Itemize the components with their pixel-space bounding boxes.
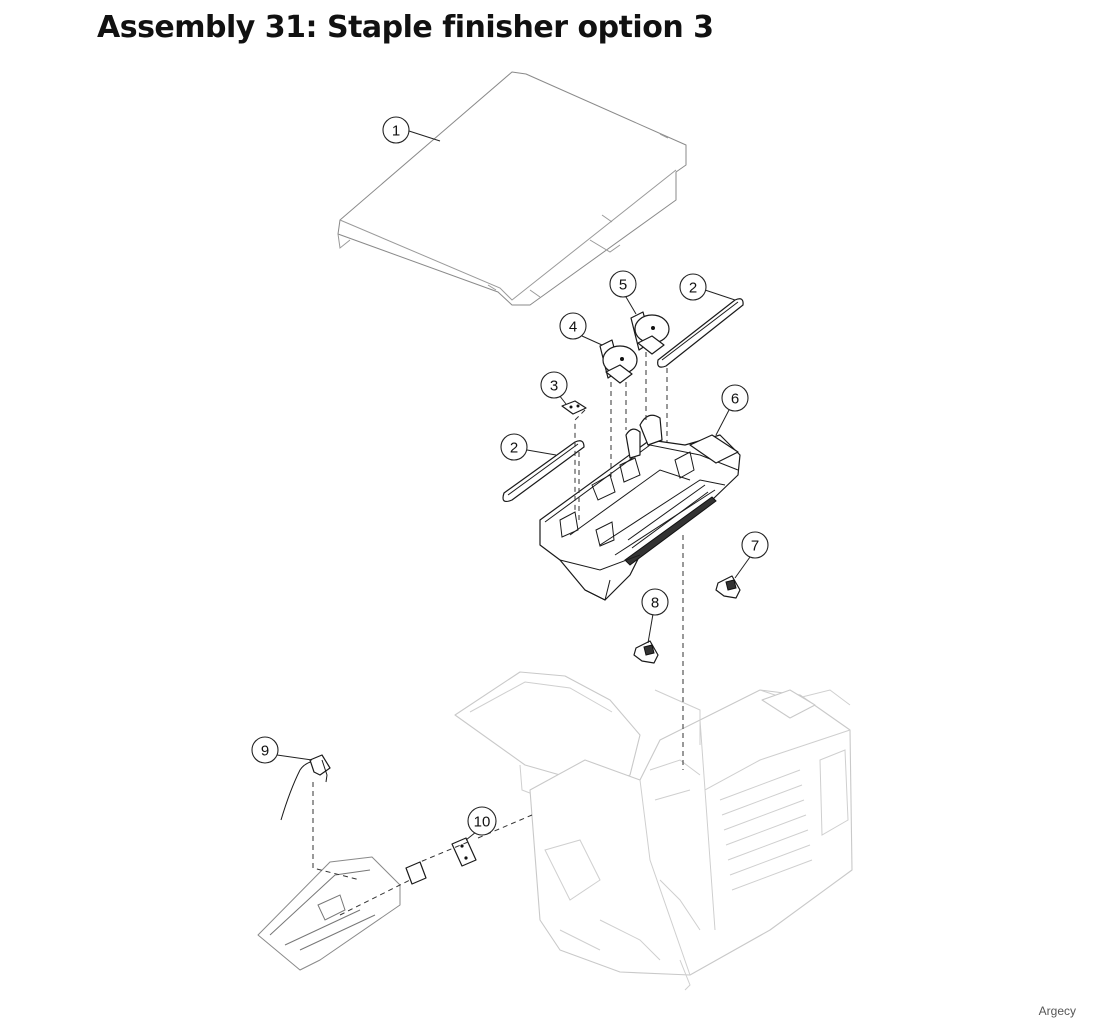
callout-10: 10 xyxy=(465,806,497,841)
callout-3: 3 xyxy=(540,371,568,405)
svg-text:5: 5 xyxy=(619,277,627,294)
callout-6: 6 xyxy=(715,384,749,436)
svg-text:1: 1 xyxy=(392,123,400,140)
lower-guide-plate-part xyxy=(257,856,427,971)
small-bracket-part xyxy=(561,400,587,415)
callout-8: 8 xyxy=(641,588,669,644)
finisher-frame-ghost xyxy=(454,671,853,991)
svg-text:9: 9 xyxy=(261,743,269,760)
callout-9: 9 xyxy=(251,736,313,764)
motor-right-part xyxy=(630,311,670,355)
stapler-carriage-assembly-part xyxy=(539,414,741,601)
sensor-cable-part xyxy=(280,754,331,821)
callout-5: 5 xyxy=(609,270,637,315)
drive-belt-lower-part xyxy=(502,440,585,503)
callout-4: 4 xyxy=(559,312,603,346)
svg-text:6: 6 xyxy=(731,391,739,408)
sensor-8-part xyxy=(633,640,659,664)
svg-text:2: 2 xyxy=(510,440,518,457)
svg-text:10: 10 xyxy=(474,814,491,831)
top-cover-part xyxy=(337,71,687,306)
svg-text:2: 2 xyxy=(689,280,697,297)
watermark-text: Argecy xyxy=(1038,1004,1076,1018)
callout-1: 1 xyxy=(382,116,441,144)
drive-belt-upper-part xyxy=(657,298,744,368)
svg-text:8: 8 xyxy=(651,595,659,612)
motor-left-part xyxy=(599,339,638,384)
assembly-guide-lines xyxy=(312,352,684,916)
svg-text:4: 4 xyxy=(569,319,577,336)
sensor-7-part xyxy=(715,575,741,599)
callout-2-upper: 2 xyxy=(679,273,736,301)
page-title: Assembly 31: Staple finisher option 3 xyxy=(97,10,714,45)
svg-text:3: 3 xyxy=(550,378,558,395)
callout-7: 7 xyxy=(734,531,769,579)
svg-text:7: 7 xyxy=(751,538,759,555)
bracket-10-part xyxy=(451,837,477,867)
callout-2-lower: 2 xyxy=(500,433,557,461)
